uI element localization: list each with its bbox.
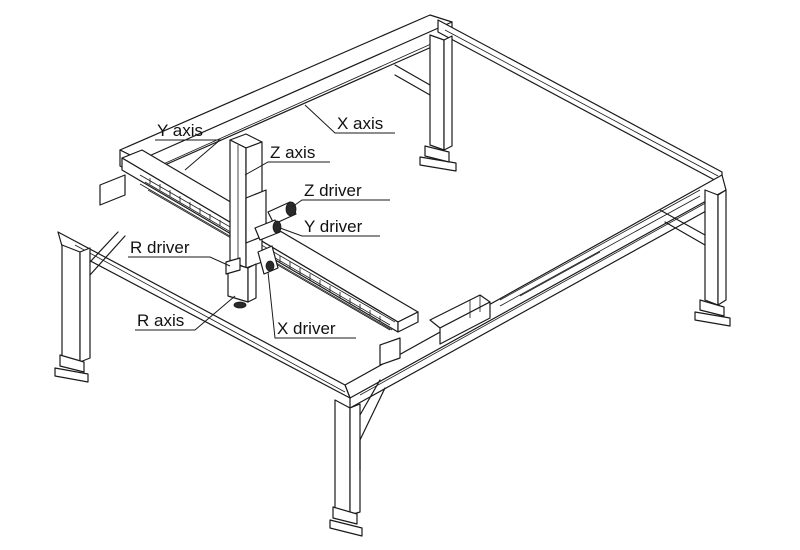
leg-front-left bbox=[54, 231, 126, 383]
label-x-driver: X driver bbox=[277, 319, 336, 338]
x-axis-slide bbox=[429, 189, 701, 345]
label-z-driver: Z driver bbox=[304, 181, 362, 200]
gantry-frame bbox=[54, 14, 731, 537]
label-r-driver: R driver bbox=[130, 238, 190, 257]
r-axis-tool bbox=[225, 257, 257, 309]
leg-front-right bbox=[329, 379, 386, 537]
y-driver-motor bbox=[254, 219, 282, 241]
label-y-axis: Y axis bbox=[157, 121, 203, 140]
labels: Y axis X axis Z axis Z driver Y driver R… bbox=[130, 114, 383, 338]
leg-back-right bbox=[659, 189, 731, 327]
z-axis-column bbox=[225, 133, 297, 309]
label-r-axis: R axis bbox=[137, 311, 184, 330]
x-driver-motor bbox=[257, 245, 279, 275]
leg-back-left bbox=[394, 34, 457, 172]
label-y-driver: Y driver bbox=[304, 217, 363, 236]
label-z-axis: Z axis bbox=[270, 143, 315, 162]
label-x-axis: X axis bbox=[337, 114, 383, 133]
leader-lines bbox=[128, 104, 395, 339]
